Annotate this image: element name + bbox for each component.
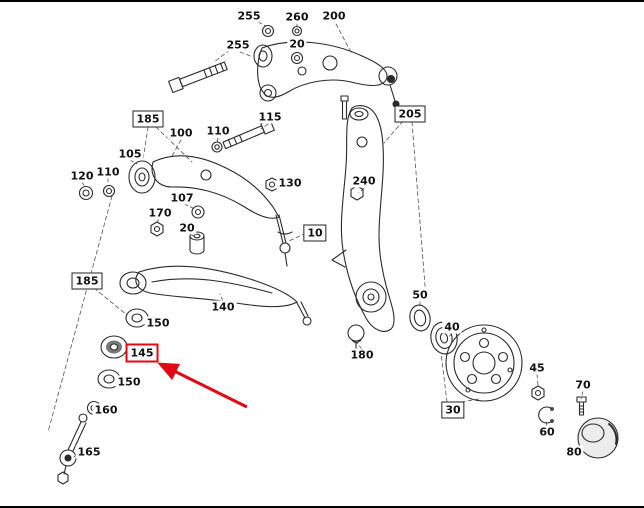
part-label-170: 170 bbox=[146, 206, 174, 220]
part-label-260: 260 bbox=[283, 10, 311, 24]
rear-lower-arm bbox=[119, 265, 312, 326]
part-label-115: 115 bbox=[256, 110, 284, 124]
part-label-150: 150 bbox=[115, 375, 143, 389]
part-label-40: 40 bbox=[442, 320, 462, 334]
washer-120 bbox=[78, 185, 94, 201]
top-border-line bbox=[0, 0, 644, 2]
part-label-185: 185 bbox=[132, 110, 164, 128]
part-label-105: 105 bbox=[116, 147, 144, 161]
washer-260 bbox=[291, 25, 303, 37]
part-label-145: 145 bbox=[125, 343, 159, 363]
bushing-107 bbox=[191, 205, 205, 219]
steering-knuckle bbox=[331, 105, 395, 332]
part-label-120: 120 bbox=[68, 169, 96, 183]
part-label-10: 10 bbox=[303, 224, 327, 242]
washer-255 bbox=[261, 24, 275, 38]
part-label-100: 100 bbox=[167, 126, 195, 140]
ring-20-top bbox=[290, 51, 304, 65]
screw-70 bbox=[576, 396, 587, 416]
part-label-30: 30 bbox=[441, 401, 465, 419]
bottom-border-line bbox=[0, 506, 644, 508]
part-label-50: 50 bbox=[410, 288, 430, 302]
seal-50 bbox=[409, 304, 431, 332]
part-label-45: 45 bbox=[527, 361, 547, 375]
part-label-180: 180 bbox=[348, 348, 376, 362]
part-label-240: 240 bbox=[350, 174, 378, 188]
clip-60 bbox=[538, 406, 554, 424]
wheel-hub bbox=[445, 324, 523, 402]
part-label-110: 110 bbox=[204, 124, 232, 138]
part-label-185: 185 bbox=[71, 272, 103, 290]
stud-bolt bbox=[340, 95, 349, 120]
washer-110-b bbox=[102, 184, 116, 198]
bushing-20 bbox=[189, 231, 205, 255]
bushing-105 bbox=[128, 160, 156, 194]
part-label-255: 255 bbox=[235, 9, 263, 23]
part-label-165: 165 bbox=[75, 445, 103, 459]
hub-cap-80 bbox=[577, 417, 619, 459]
part-label-80: 80 bbox=[564, 445, 584, 459]
part-label-255: 255 bbox=[224, 38, 252, 52]
bushing-145 bbox=[100, 335, 128, 359]
part-label-70: 70 bbox=[573, 378, 593, 392]
part-label-140: 140 bbox=[209, 300, 237, 314]
part-label-60: 60 bbox=[537, 425, 557, 439]
nut-45 bbox=[531, 385, 545, 401]
part-label-160: 160 bbox=[92, 403, 120, 417]
part-label-205: 205 bbox=[394, 105, 426, 123]
front-lower-arm bbox=[151, 155, 293, 267]
part-label-130: 130 bbox=[276, 176, 304, 190]
bolt-255 bbox=[168, 61, 228, 94]
washer-110-a bbox=[211, 141, 223, 153]
part-label-107: 107 bbox=[168, 191, 196, 205]
part-label-200: 200 bbox=[320, 9, 348, 23]
nut-170 bbox=[150, 221, 164, 237]
part-label-110: 110 bbox=[94, 165, 122, 179]
part-label-150: 150 bbox=[144, 316, 172, 330]
part-label-20: 20 bbox=[287, 37, 307, 51]
part-label-20: 20 bbox=[177, 221, 197, 235]
